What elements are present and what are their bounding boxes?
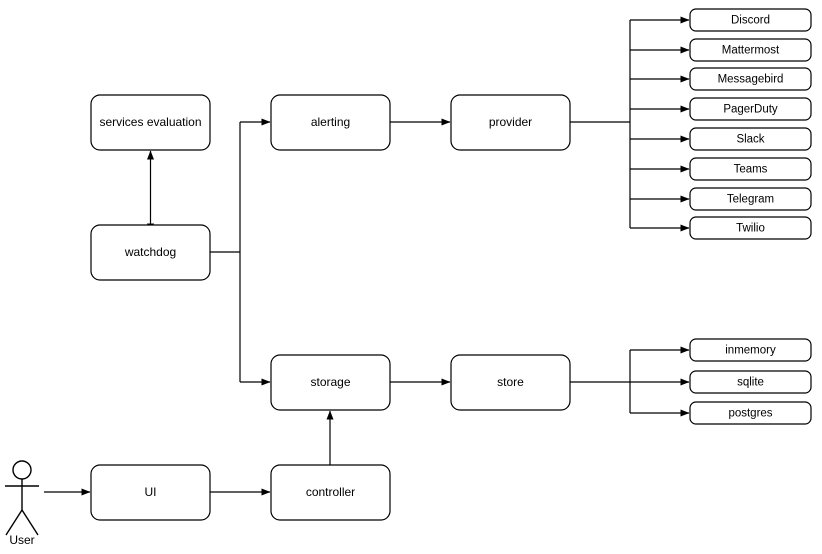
node-watchdog[interactable]: watchdog [90, 224, 211, 281]
node-store[interactable]: store [450, 354, 571, 411]
leaf-node-messagebird[interactable]: Messagebird [689, 67, 812, 91]
leaf-node-mattermost[interactable]: Mattermost [689, 38, 812, 62]
leaf-node-postgres-box[interactable] [689, 401, 812, 425]
leaf-node-telegram[interactable]: Telegram [689, 187, 812, 211]
node-alerting-label: alerting [311, 115, 350, 129]
leaf-node-messagebird-label: Messagebird [718, 74, 784, 86]
node-storage[interactable]: storage [270, 354, 391, 411]
node-ui[interactable]: UI [90, 464, 211, 521]
node-store-box[interactable] [450, 354, 571, 411]
leaf-node-pagerduty[interactable]: PagerDuty [689, 97, 812, 121]
leaf-node-postgres-label: postgres [728, 408, 772, 420]
leaf-node-mattermost-box[interactable] [689, 38, 812, 62]
leaf-node-slack[interactable]: Slack [689, 127, 812, 151]
node-ui-box[interactable] [90, 464, 211, 521]
node-services-evaluation[interactable]: services evaluation [90, 94, 211, 151]
actor-user[interactable]: User [5, 460, 39, 547]
node-services-evaluation-label: services evaluation [99, 115, 201, 129]
node-controller[interactable]: controller [270, 464, 391, 521]
provider-implementation-list: Discord Mattermost Messagebird PagerDuty… [689, 8, 812, 240]
leaf-node-teams[interactable]: Teams [689, 157, 812, 181]
leaf-node-twilio[interactable]: Twilio [689, 216, 812, 240]
leaf-node-sqlite[interactable]: sqlite [689, 370, 812, 394]
node-controller-label: controller [306, 485, 355, 499]
leaf-node-postgres[interactable]: postgres [689, 401, 812, 425]
leaf-node-sqlite-label: sqlite [737, 377, 764, 389]
node-watchdog-label: watchdog [124, 245, 176, 259]
node-storage-label: storage [310, 375, 350, 389]
leaf-node-discord-label: Discord [731, 15, 770, 27]
leaf-node-discord[interactable]: Discord [689, 8, 812, 32]
actor-user-label: User [9, 533, 34, 547]
edge-provider-branches [630, 16, 690, 232]
leaf-node-teams-box[interactable] [689, 157, 812, 181]
node-services-evaluation-box[interactable] [90, 94, 211, 151]
leaf-node-pagerduty-box[interactable] [689, 97, 812, 121]
leaf-node-slack-label: Slack [736, 134, 764, 146]
node-alerting[interactable]: alerting [270, 94, 391, 151]
node-watchdog-box[interactable] [90, 224, 211, 281]
store-implementation-list: inmemory sqlite postgres [689, 338, 812, 425]
leaf-node-pagerduty-label: PagerDuty [723, 104, 778, 116]
node-controller-box[interactable] [270, 464, 391, 521]
edge-store-branches [630, 346, 690, 417]
node-ui-label: UI [145, 485, 157, 499]
leaf-node-twilio-box[interactable] [689, 216, 812, 240]
leaf-node-inmemory[interactable]: inmemory [689, 338, 812, 362]
node-alerting-box[interactable] [270, 94, 391, 151]
leaf-node-mattermost-label: Mattermost [722, 45, 780, 57]
node-provider-box[interactable] [450, 94, 571, 151]
leaf-node-messagebird-box[interactable] [689, 67, 812, 91]
node-provider[interactable]: provider [450, 94, 571, 151]
leaf-node-sqlite-box[interactable] [689, 370, 812, 394]
leaf-node-twilio-label: Twilio [736, 223, 765, 235]
edge-layer [44, 16, 690, 496]
leaf-node-telegram-box[interactable] [689, 187, 812, 211]
leaf-node-telegram-label: Telegram [727, 194, 774, 206]
node-storage-box[interactable] [270, 354, 391, 411]
stick-figure-actor-icon [5, 460, 39, 536]
node-store-label: store [497, 375, 524, 389]
leaf-node-slack-box[interactable] [689, 127, 812, 151]
leaf-node-discord-box[interactable] [689, 8, 812, 32]
leaf-node-inmemory-box[interactable] [689, 338, 812, 362]
leaf-node-inmemory-label: inmemory [725, 345, 776, 357]
node-provider-label: provider [489, 115, 532, 129]
leaf-node-teams-label: Teams [734, 164, 768, 176]
